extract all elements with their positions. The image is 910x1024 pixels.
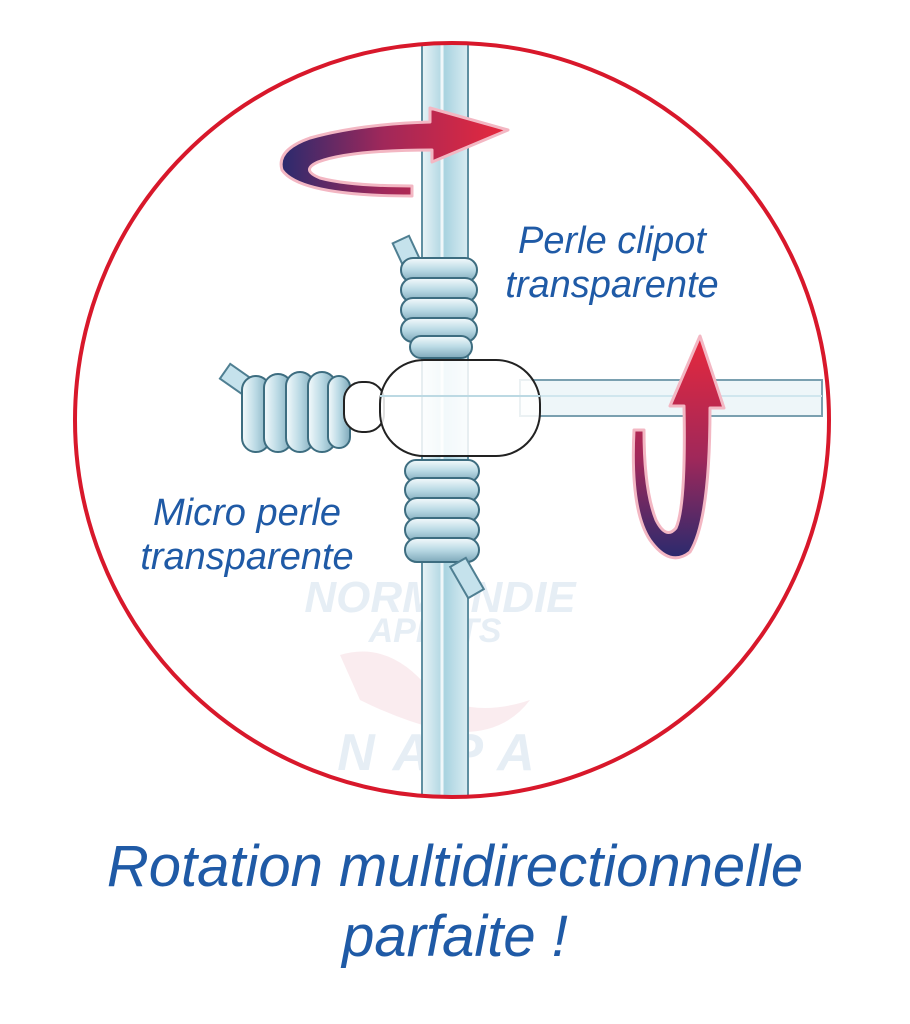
micro-bead [343, 381, 385, 433]
clipot-label-line1: Perle clipot [518, 220, 706, 262]
lower-coil [404, 459, 486, 600]
rotation-arrow-right-icon [631, 334, 726, 560]
micro-label-line1: Micro perle [153, 492, 341, 534]
caption-line1: Rotation multidirectionnelle [106, 834, 804, 899]
micro-label-line2: transparente [140, 535, 354, 578]
caption-line2: parfaite ! [342, 903, 568, 969]
clipot-label-line2: transparente [505, 263, 719, 306]
frame-circle [73, 41, 831, 799]
clipot-bead-label: Perle clipot transparente [492, 220, 732, 307]
caption: Rotation multidirectionnelle parfaite ! [0, 832, 910, 971]
watermark-fish-icon [340, 651, 530, 732]
clipot-bead [379, 359, 541, 457]
upper-coil [391, 234, 478, 359]
left-coil [218, 362, 351, 453]
micro-bead-label: Micro perle transparente [112, 492, 382, 579]
rotation-arrow-top-icon [279, 106, 510, 198]
